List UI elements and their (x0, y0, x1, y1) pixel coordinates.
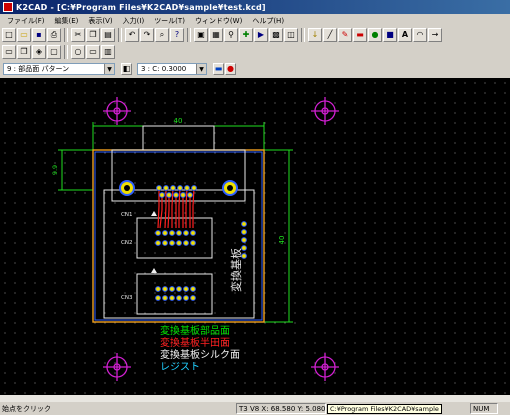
pads-side-column (241, 221, 247, 259)
copy-icon[interactable]: ❐ (86, 28, 100, 42)
menu-bar: ファイル(F) 編集(E) 表示(V) 入力(I) ツール(T) ウィンドウ(W… (0, 14, 510, 27)
path-tooltip: C:¥Program Files¥K2CAD¥sample (327, 404, 442, 414)
arrow-icon[interactable]: → (428, 28, 442, 42)
board-label: 変換基板 (229, 248, 243, 292)
connector-label: CN1 (121, 212, 132, 218)
mirror-icon[interactable]: ◫ (284, 28, 298, 42)
dimension-small-label: 9.9 (51, 165, 59, 175)
app-icon (3, 2, 13, 12)
legend-silk-side: 変換基板シルク面 (160, 348, 240, 361)
fill-icon[interactable]: ▬ (353, 28, 367, 42)
target-mark-bottom-right (311, 353, 339, 381)
dimension-small (58, 149, 93, 191)
palette-icon[interactable]: ● (225, 63, 236, 75)
solder-traces (157, 187, 195, 229)
chevron-down-icon[interactable]: ▼ (196, 64, 206, 74)
grid-icon[interactable]: ▩ (269, 28, 283, 42)
legend-resist: レジスト (160, 362, 200, 373)
rect-icon[interactable]: ■ (383, 28, 397, 42)
layer-select-value: 9 : 部品面 パターン (7, 65, 70, 73)
arc-icon[interactable]: ◠ (413, 28, 427, 42)
board-outline-inner (94, 151, 263, 321)
pads-top (156, 185, 197, 198)
menu-help[interactable]: ヘルプ(H) (252, 16, 285, 25)
target-mark-top-left (103, 97, 131, 125)
pen-icon[interactable]: ✎ (338, 28, 352, 42)
target-mark-bottom-left (103, 353, 131, 381)
pcb-drawing: 40 40 9.9 CN1 CN2 CN3 変換基板 変換基板部品面 変換基板半… (51, 97, 339, 381)
menu-window[interactable]: ウィンドウ(W) (194, 16, 243, 25)
grid-select-icon[interactable]: ▥ (101, 45, 115, 59)
sheet-toolbar: ▭ ❐ ◈ ▢ ○ ▭ ▥ (0, 44, 510, 60)
help-icon[interactable]: ? (170, 28, 184, 42)
legend-component-side: 変換基板部品面 (160, 324, 230, 337)
dimension-right (264, 149, 293, 323)
frame-icon[interactable]: ▭ (86, 45, 100, 59)
toolbar-separator (118, 28, 122, 42)
layer-icon[interactable]: ▣ (194, 28, 208, 42)
sheet-icon[interactable]: ▢ (47, 45, 61, 59)
main-toolbar: □ ▭ ▪ ⎙ ✂ ❐ ▤ ↶ ↷ ⌕ ? ▣ ▦ ⚲ ✚ ▶ ▩ ◫ ↓ ╱ … (0, 27, 510, 43)
pen-select-value: 3 : C: 0.3000 (141, 65, 187, 73)
status-coordinates: T3 V8 X: 68.580 Y: 5.080 T (236, 403, 326, 414)
text-icon[interactable]: A (398, 28, 412, 42)
pads-cn3 (155, 286, 196, 301)
menu-view[interactable]: 表示(V) (88, 16, 113, 25)
pads-cn2 (155, 230, 196, 246)
snap-icon[interactable]: ⚲ (224, 28, 238, 42)
pin-icon[interactable]: ↓ (308, 28, 322, 42)
menu-input[interactable]: 入力(I) (122, 16, 145, 25)
menu-file[interactable]: ファイル(F) (7, 16, 45, 25)
horizontal-scrollbar[interactable] (0, 395, 510, 402)
print-icon[interactable]: ⎙ (47, 28, 61, 42)
redo-icon[interactable]: ↷ (140, 28, 154, 42)
line-icon[interactable]: ╱ (323, 28, 337, 42)
dimension-top-label: 40 (174, 117, 183, 125)
new-icon[interactable]: □ (2, 28, 16, 42)
toolbar-separator (187, 28, 191, 42)
menu-edit[interactable]: 編集(E) (54, 16, 79, 25)
layer-toggle-icon[interactable]: ◧ (121, 63, 132, 75)
pen-select[interactable]: 3 : C: 0.3000 ▼ (137, 63, 207, 75)
zoom-fit-icon[interactable]: ◈ (32, 45, 46, 59)
open-icon[interactable]: ▭ (17, 28, 31, 42)
connector-label: CN3 (121, 295, 133, 301)
copy-sheet-icon[interactable]: ❐ (17, 45, 31, 59)
color-icon[interactable]: ▬ (213, 63, 224, 75)
layer2-icon[interactable]: ▦ (209, 28, 223, 42)
toolbar-separator (64, 28, 68, 42)
layer-select[interactable]: 9 : 部品面 パターン ▼ (3, 63, 115, 75)
pin1-markers (151, 211, 157, 273)
save-icon[interactable]: ▪ (32, 28, 46, 42)
page-icon[interactable]: ▭ (2, 45, 16, 59)
chevron-down-icon[interactable]: ▼ (104, 64, 114, 74)
drawing-canvas[interactable]: 40 40 9.9 CN1 CN2 CN3 変換基板 変換基板部品面 変換基板半… (0, 78, 510, 395)
menu-tools[interactable]: ツール(T) (154, 16, 185, 25)
circle-icon[interactable]: ● (368, 28, 382, 42)
status-num-lock: NUM (470, 403, 498, 414)
legend-solder-side: 変換基板半田面 (160, 336, 230, 349)
layer-bar: 9 : 部品面 パターン ▼ ◧ 3 : C: 0.3000 ▼ ▬ ● (0, 62, 510, 76)
paste-icon[interactable]: ▤ (101, 28, 115, 42)
cut-icon[interactable]: ✂ (71, 28, 85, 42)
rotate-icon[interactable]: ▶ (254, 28, 268, 42)
target-mark-top-right (311, 97, 339, 125)
dimension-side-label: 40 (278, 236, 286, 245)
window-title: K2CAD - [C:¥Program Files¥K2CAD¥sample¥t… (16, 2, 266, 12)
connector-label: CN2 (121, 240, 132, 246)
toolbar-separator (64, 45, 68, 59)
stop-icon[interactable]: ○ (71, 45, 85, 59)
find-icon[interactable]: ⌕ (155, 28, 169, 42)
undo-icon[interactable]: ↶ (125, 28, 139, 42)
move-icon[interactable]: ✚ (239, 28, 253, 42)
toolbar-separator (301, 28, 305, 42)
status-message: 始点をクリック (2, 404, 51, 413)
title-bar: K2CAD - [C:¥Program Files¥K2CAD¥sample¥t… (0, 0, 510, 14)
mounting-holes (119, 180, 238, 196)
